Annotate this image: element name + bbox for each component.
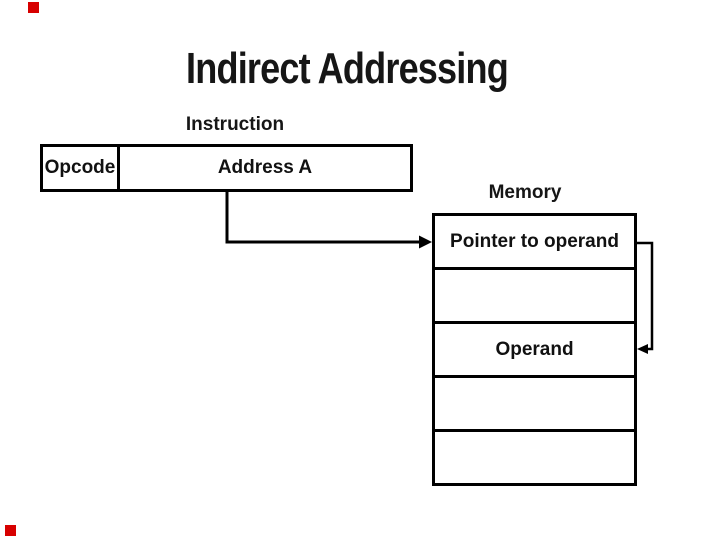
instruction-label: Instruction <box>185 114 285 135</box>
memory-row <box>435 429 634 483</box>
corner-accent-top-icon <box>28 2 39 13</box>
memory-row-pointer: Pointer to operand <box>450 230 619 252</box>
address-arrow <box>225 191 432 249</box>
indirect-arrow <box>637 241 654 354</box>
page-title: Indirect Addressing <box>186 44 509 93</box>
corner-accent-bottom-icon <box>5 525 16 536</box>
memory-label: Memory <box>488 182 562 203</box>
memory-row <box>435 375 634 429</box>
memory-row-operand: Operand <box>435 321 634 375</box>
opcode-cell: Opcode <box>43 147 120 189</box>
memory-table: Pointer to operand Operand <box>432 213 637 486</box>
address-arrowhead-icon <box>419 235 432 249</box>
instruction-box: Opcode Address A <box>40 144 413 192</box>
memory-row <box>435 267 634 321</box>
indirect-arrowhead-icon <box>637 344 648 354</box>
address-a-cell: Address A <box>217 157 313 178</box>
